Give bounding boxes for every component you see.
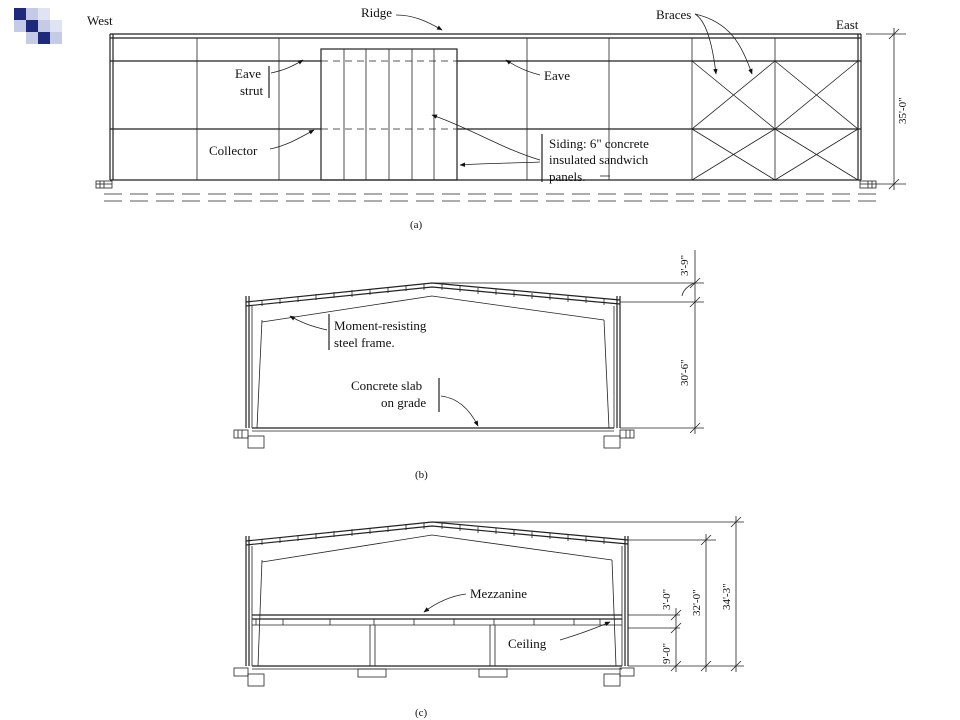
label-frame-2: steel frame.: [334, 335, 395, 350]
dim-b-height: 30'-6": [679, 359, 691, 386]
purlins-b: [261, 284, 605, 306]
panel-a-elevation: [95, 13, 906, 202]
label-siding-2: insulated sandwich: [549, 152, 649, 167]
panel-c-section: [233, 516, 744, 687]
label-ridge: Ridge: [361, 5, 392, 20]
caption-b: (b): [415, 469, 428, 481]
label-frame-1: Moment-resisting: [334, 318, 427, 333]
label-west: West: [87, 13, 113, 28]
caption-a: (a): [410, 219, 423, 231]
label-mezzanine: Mezzanine: [470, 586, 527, 601]
dim-c-d2: 9'-0": [661, 643, 673, 664]
label-collector: Collector: [209, 143, 258, 158]
dim-c-d1: 3'-0": [661, 589, 673, 610]
mezzanine-joists: [255, 619, 601, 625]
dim-b-rise: 3'-9": [679, 255, 691, 276]
caption-c: (c): [415, 707, 428, 719]
label-eave: Eave: [544, 68, 570, 83]
footing-east: [859, 180, 877, 189]
purlins-c: [261, 523, 605, 545]
dim-a-height: 35'-0": [897, 97, 909, 124]
label-eave-strut-2: strut: [240, 83, 264, 98]
label-ceiling: Ceiling: [508, 636, 547, 651]
label-eave-strut-1: Eave: [235, 66, 261, 81]
label-siding-3: panels.: [549, 169, 585, 184]
label-siding-1: Siding: 6" concrete: [549, 136, 649, 151]
label-east: East: [836, 17, 859, 32]
footing-west: [95, 180, 113, 189]
dim-c-d3: 32'-0": [691, 589, 703, 616]
dim-c-d4: 34'-3": [721, 583, 733, 610]
panel-b-section: [233, 250, 704, 449]
checker-logo-icon: [14, 8, 62, 44]
label-slab-2: on grade: [381, 395, 426, 410]
label-braces: Braces: [656, 7, 691, 22]
label-slab-1: Concrete slab: [351, 378, 422, 393]
